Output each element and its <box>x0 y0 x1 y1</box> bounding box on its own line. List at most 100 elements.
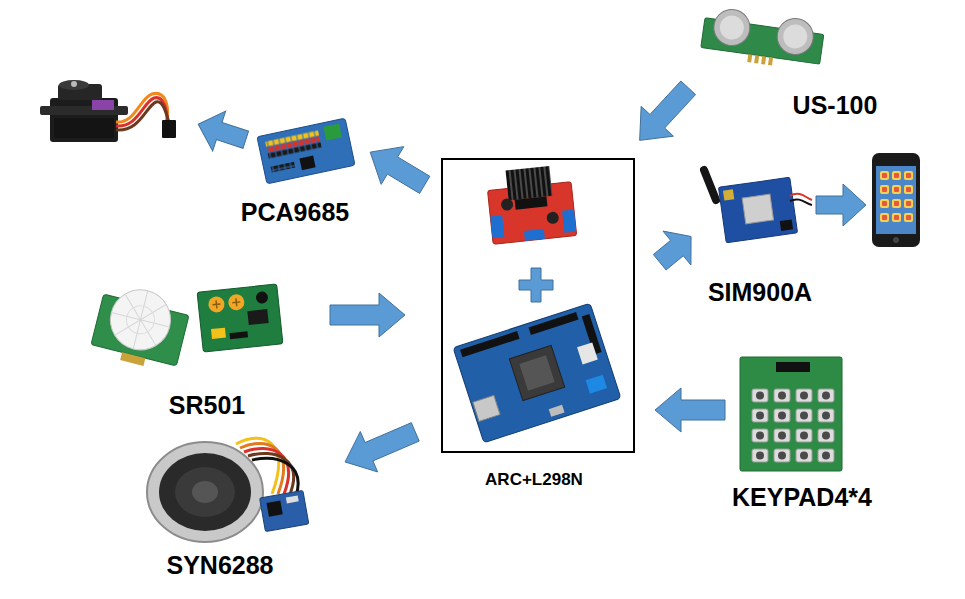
component-node: SR501 <box>88 270 290 424</box>
block-arrow <box>192 104 253 159</box>
pir-control-board <box>197 284 283 352</box>
ultrasonic-sensor-part <box>747 54 752 62</box>
smartphone-part <box>872 153 920 247</box>
ultrasonic-sensor-part <box>782 23 809 50</box>
component-label: SR501 <box>169 391 245 420</box>
keypad-part <box>740 357 842 471</box>
ultrasonic-sensor-part <box>775 16 816 57</box>
component-node: SIM900A <box>698 155 818 310</box>
servo-motor-part <box>50 98 118 142</box>
pwm-driver-board-part <box>299 156 315 171</box>
ultrasonic-sensor <box>700 6 826 72</box>
speaker-module <box>147 438 309 542</box>
pir-sensor <box>89 281 192 374</box>
speaker-module-part <box>252 458 298 496</box>
speaker-module-part-part <box>260 490 309 531</box>
component-label: PCA9685 <box>241 198 349 227</box>
smartphone-part <box>876 166 916 234</box>
arc-board-part <box>577 342 598 364</box>
servo-motor-part <box>116 102 170 130</box>
gsm-module-part-part <box>718 177 797 242</box>
signal-arrow <box>370 147 430 194</box>
component-label: KEYPAD4*4 <box>732 483 872 512</box>
pir-control-board-part <box>197 284 283 352</box>
gsm-module-part-part <box>780 219 793 231</box>
motor-driver-module-part <box>506 166 553 200</box>
speaker-module-part <box>192 481 218 503</box>
gsm-module-part <box>790 199 812 205</box>
pir-sensor-part <box>124 303 158 337</box>
gsm-module-part <box>704 170 716 200</box>
controller-box: ARC+L298N <box>441 158 635 453</box>
arc-board-part <box>528 312 578 335</box>
ultrasonic-sensor-part <box>712 7 753 48</box>
component-label: US-100 <box>793 91 878 120</box>
pir-sensor-part <box>104 283 177 356</box>
arc-board-part <box>453 303 621 443</box>
signal-arrow <box>640 81 696 140</box>
keypad-part <box>776 362 810 372</box>
motor-driver-module-part <box>546 211 559 224</box>
component-node: US-100 <box>695 4 882 128</box>
pir-sensor-part <box>120 352 145 366</box>
pir-sensor-part <box>104 283 177 356</box>
speaker-module-part-part <box>267 500 283 516</box>
pir-control-board-part <box>247 309 268 325</box>
gsm-module-part-part <box>742 194 773 224</box>
servo-motor-part <box>54 118 114 138</box>
component-node: KEYPAD4*4 <box>728 352 878 516</box>
motor-driver-module <box>486 164 577 244</box>
gsm-module-part <box>718 177 797 242</box>
component-node: SYN6288 <box>143 418 312 584</box>
arc-board-part <box>473 395 500 421</box>
smartphone-part <box>879 170 915 226</box>
gsm-module <box>704 170 812 243</box>
signal-arrow <box>653 231 691 270</box>
component-node: PCA9685 <box>238 120 352 230</box>
motor-driver-module-part <box>562 210 576 233</box>
servo-motor-part <box>92 100 114 110</box>
servo-motor <box>40 80 176 142</box>
plus-sign <box>519 268 553 302</box>
motor-driver-module-part <box>524 229 545 241</box>
speaker-module-part <box>260 490 309 531</box>
ultrasonic-sensor-part <box>768 57 773 65</box>
arc-board-part <box>519 355 554 390</box>
ultrasonic-sensor-part <box>718 14 745 41</box>
keypad <box>740 357 842 471</box>
motor-driver-module-part <box>500 198 513 211</box>
arc-board-part <box>460 331 520 357</box>
pir-control-board-part <box>230 331 249 339</box>
component-label: SYN6288 <box>166 551 273 580</box>
ultrasonic-sensor-part <box>761 56 766 64</box>
block-arrow <box>816 184 866 226</box>
smartphone-part <box>893 237 899 243</box>
signal-arrow <box>330 293 405 337</box>
pwm-driver-board-part <box>323 124 342 141</box>
pwm-driver-board-part <box>257 118 355 184</box>
signal-arrow <box>345 423 419 472</box>
speaker-module-part-part <box>286 495 299 503</box>
servo-motor-part <box>162 120 176 138</box>
servo-motor-part <box>59 80 89 90</box>
keypad-part <box>750 386 838 466</box>
signal-arrow <box>655 388 725 432</box>
pir-control-board-part <box>212 298 241 309</box>
speaker-module-part <box>147 442 263 542</box>
servo-motor-part <box>40 106 128 115</box>
servo-motor-part <box>71 81 77 87</box>
ultrasonic-sensor-part <box>754 55 759 63</box>
motor-driver-module-part <box>515 196 548 209</box>
pir-control-board-part <box>211 328 226 339</box>
pwm-driver-board <box>257 118 355 184</box>
smartphone <box>872 153 920 247</box>
component-label: ARC+L298N <box>485 470 583 490</box>
arc-board-part <box>549 405 565 417</box>
pir-control-board-part <box>255 291 268 304</box>
gsm-module-part-part <box>723 189 734 200</box>
arc-board-part <box>586 375 607 394</box>
speaker-module-part <box>159 453 251 531</box>
pwm-driver-board-part <box>268 142 322 159</box>
